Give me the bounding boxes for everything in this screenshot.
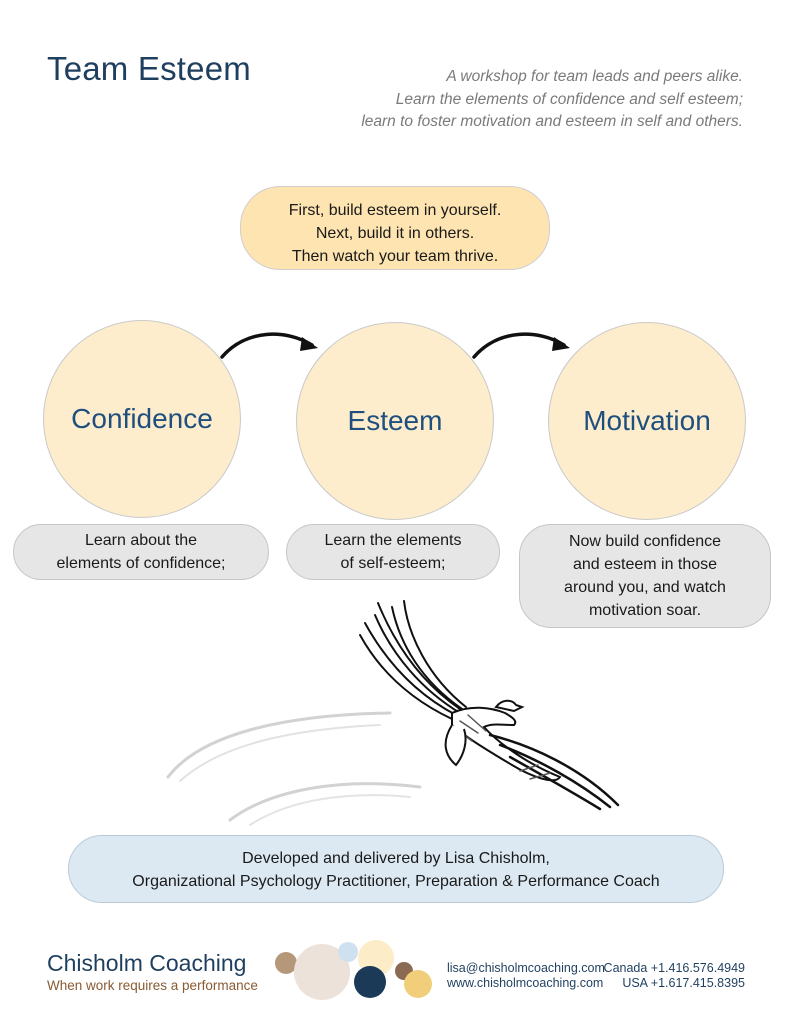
intro-line: Next, build it in others. xyxy=(315,225,475,242)
logo-dot xyxy=(354,966,386,998)
curved-arrow-icon xyxy=(472,332,570,359)
logo-dot xyxy=(275,952,297,974)
website-link[interactable]: www.chisholmcoaching.com xyxy=(447,976,604,990)
step-circle-esteem: Esteem xyxy=(296,322,494,520)
eagle-illustration xyxy=(166,600,620,826)
credit-line: Organizational Psychology Practitioner, … xyxy=(132,873,660,890)
credit-banner: Developed and delivered by Lisa Chisholm… xyxy=(68,835,724,903)
description-line: around you, and watch xyxy=(564,579,726,596)
description-line: Now build confidence xyxy=(568,533,722,550)
intro-callout: First, build esteem in yourself. Next, b… xyxy=(240,186,550,270)
brand-tagline: When work requires a performance xyxy=(47,978,258,993)
step-description-motivation: Now build confidence and esteem in those… xyxy=(519,524,771,628)
description-line: of self-esteem; xyxy=(340,555,446,572)
logo-dot xyxy=(338,942,358,962)
intro-line: Then watch your team thrive. xyxy=(291,248,499,265)
description-line: Learn about the xyxy=(84,532,198,549)
description-line: elements of confidence; xyxy=(56,555,226,572)
contact-web: lisa@chisholmcoaching.com www.chisholmco… xyxy=(447,961,605,991)
subtitle-line: Learn the elements of confidence and sel… xyxy=(395,90,743,108)
intro-line: First, build esteem in yourself. xyxy=(288,202,502,219)
description-line: and esteem in those xyxy=(572,556,718,573)
logo-dots xyxy=(270,938,440,1008)
step-circle-motivation: Motivation xyxy=(548,322,746,520)
step-circle-confidence: Confidence xyxy=(43,320,241,518)
email-link[interactable]: lisa@chisholmcoaching.com xyxy=(447,961,605,975)
page-title: Team Esteem xyxy=(47,50,251,87)
credit-line: Developed and delivered by Lisa Chisholm… xyxy=(242,850,550,867)
contact-phone: Canada +1.416.576.4949 USA +1.617.415.83… xyxy=(604,961,745,991)
step-description-esteem: Learn the elements of self-esteem; xyxy=(286,524,500,580)
curved-arrow-icon xyxy=(220,332,318,359)
brand-name: Chisholm Coaching xyxy=(47,950,247,976)
phone-canada: Canada +1.416.576.4949 xyxy=(603,961,745,975)
phone-usa: USA +1.617.415.8395 xyxy=(622,976,745,990)
step-title: Motivation xyxy=(583,405,711,436)
subtitle: A workshop for team leads and peers alik… xyxy=(303,66,743,134)
logo-dot xyxy=(404,970,432,998)
subtitle-line: learn to foster motivation and esteem in… xyxy=(361,113,743,130)
step-title: Confidence xyxy=(71,403,213,434)
description-line: motivation soar. xyxy=(588,602,702,619)
step-title: Esteem xyxy=(347,405,443,436)
description-line: Learn the elements xyxy=(324,532,462,549)
subtitle-line: A workshop for team leads and peers alik… xyxy=(446,68,743,85)
step-description-confidence: Learn about the elements of confidence; xyxy=(13,524,269,580)
